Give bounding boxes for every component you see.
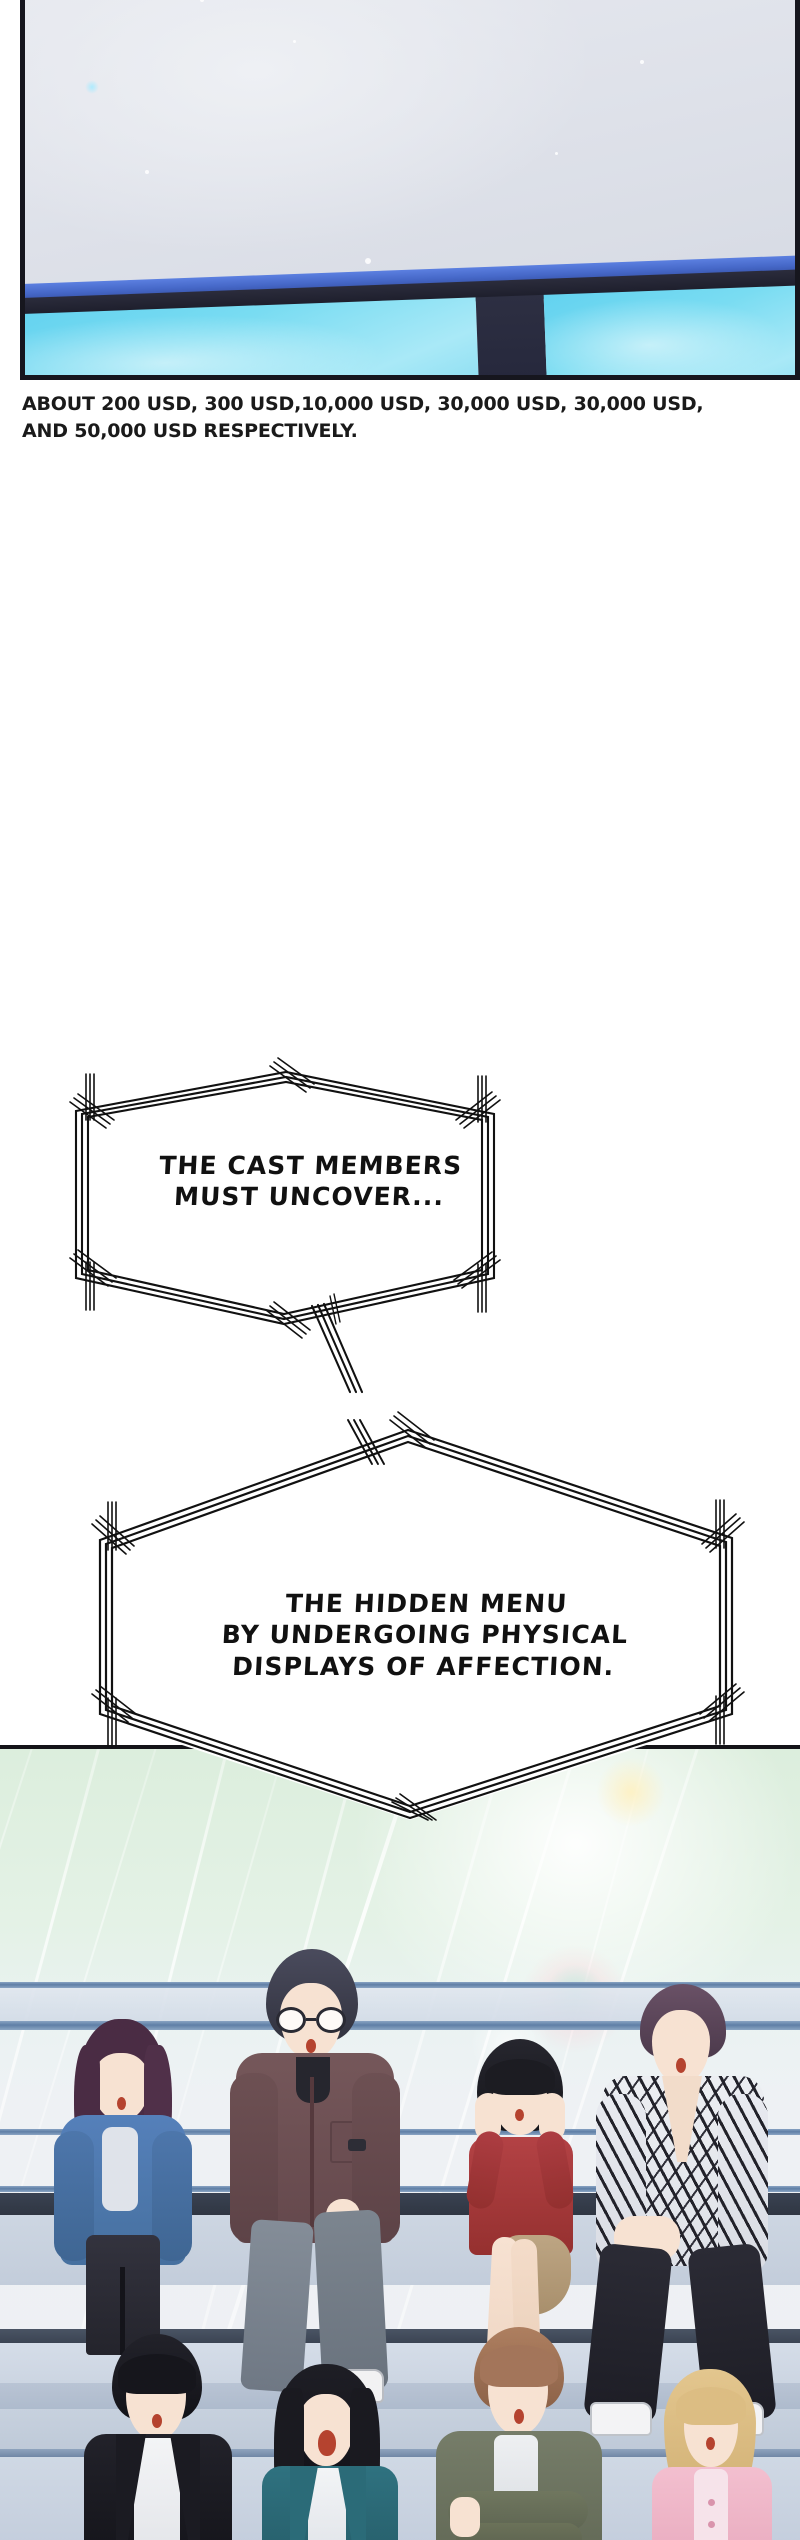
glass-pane bbox=[544, 283, 795, 375]
mouth-open-yawn bbox=[318, 2430, 336, 2456]
screen-dust-speck bbox=[293, 40, 296, 43]
bubble-two-text: THE HIDDEN MENU BY UNDERGOING PHYSICAL D… bbox=[78, 1588, 773, 1682]
shirt-sleeve-left bbox=[230, 2073, 278, 2243]
bubble-outline bbox=[69, 1057, 501, 1394]
bleacher-step-edge bbox=[0, 2449, 800, 2457]
bleacher-step-edge bbox=[0, 2129, 800, 2135]
figure-long-haired-woman-teal-blazer bbox=[250, 2364, 410, 2540]
screen-glow-dot bbox=[85, 80, 99, 94]
screen-surface bbox=[25, 0, 795, 304]
screen-dust-speck bbox=[555, 152, 558, 155]
bubble-outline bbox=[91, 1411, 745, 1821]
screen-dust-speck bbox=[365, 258, 371, 264]
bleacher-step-edge bbox=[0, 1982, 800, 1988]
bleachers-panel bbox=[0, 1745, 800, 2540]
hair-bangs bbox=[480, 2345, 558, 2387]
bleacher-step-edge bbox=[0, 2186, 800, 2192]
speech-bubble-cast-members: THE CAST MEMBERS MUST UNCOVER... bbox=[28, 1057, 591, 1394]
translation-caption: ABOUT 200 USD, 300 USD,10,000 USD, 30,00… bbox=[22, 391, 762, 445]
bubble-one-line-1: THE CAST MEMBERS bbox=[158, 1151, 464, 1180]
mouth bbox=[117, 2097, 126, 2110]
bokeh-light bbox=[596, 1757, 666, 1827]
speech-bubble-hidden-menu: THE HIDDEN MENU BY UNDERGOING PHYSICAL D… bbox=[78, 1411, 773, 1821]
trouser-gap bbox=[120, 2267, 125, 2355]
cardigan-button bbox=[708, 2499, 715, 2506]
figure-purple-haired-woman-blue-jacket bbox=[52, 2019, 212, 2355]
figure-bob-haired-woman-red-top bbox=[455, 2039, 595, 2385]
mouth bbox=[514, 2409, 524, 2424]
bleacher-step-edge bbox=[0, 2021, 800, 2030]
screen-dust-speck bbox=[145, 170, 149, 174]
hair-bangs bbox=[485, 2059, 555, 2095]
hand bbox=[450, 2497, 480, 2537]
bubble-one-line-2: MUST UNCOVER... bbox=[173, 1182, 446, 1212]
bubble-two-line-3: DISPLAYS OF AFFECTION. bbox=[231, 1651, 616, 1681]
inner-shirt bbox=[102, 2127, 138, 2211]
bubble-one-text: THE CAST MEMBERS MUST UNCOVER... bbox=[28, 1150, 591, 1213]
screen-dust-speck bbox=[200, 0, 204, 2]
bubble-two-line-2: BY UNDERGOING PHYSICAL bbox=[220, 1620, 630, 1650]
wristwatch bbox=[348, 2139, 366, 2151]
cardigan-button bbox=[708, 2521, 715, 2528]
mouth bbox=[676, 2058, 686, 2073]
shirt-placket bbox=[310, 2077, 314, 2227]
sneaker-left bbox=[590, 2402, 652, 2436]
figure-man-patterned-shirt bbox=[583, 1984, 780, 2436]
caption-line-2: AND 50,000 USD RESPECTIVELY. bbox=[22, 419, 358, 442]
glass-divider-post bbox=[476, 294, 549, 375]
mouth bbox=[152, 2414, 162, 2428]
crossed-arm-lower bbox=[456, 2523, 582, 2540]
figure-man-black-jacket bbox=[78, 2334, 238, 2540]
mouth bbox=[706, 2437, 715, 2450]
caption-line-1: ABOUT 200 USD, 300 USD,10,000 USD, 30,00… bbox=[22, 393, 704, 415]
glasses-icon bbox=[276, 2007, 348, 2033]
mouth bbox=[515, 2109, 524, 2121]
figure-man-olive-jacket-arms-crossed bbox=[432, 2327, 607, 2540]
figure-blonde-woman-pink-cardigan bbox=[640, 2369, 790, 2540]
hair-bangs bbox=[118, 2354, 196, 2394]
screen-dust-speck bbox=[640, 60, 644, 64]
hair-bangs bbox=[676, 2387, 746, 2425]
bubble-two-line-1: THE HIDDEN MENU bbox=[284, 1589, 569, 1618]
figure-glasses-man-brown-shirt bbox=[222, 1949, 422, 2403]
prize-screen-panel: ??? 30,000,000 won*??? 30,000,000 won*??… bbox=[20, 0, 800, 380]
mouth bbox=[306, 2039, 316, 2053]
